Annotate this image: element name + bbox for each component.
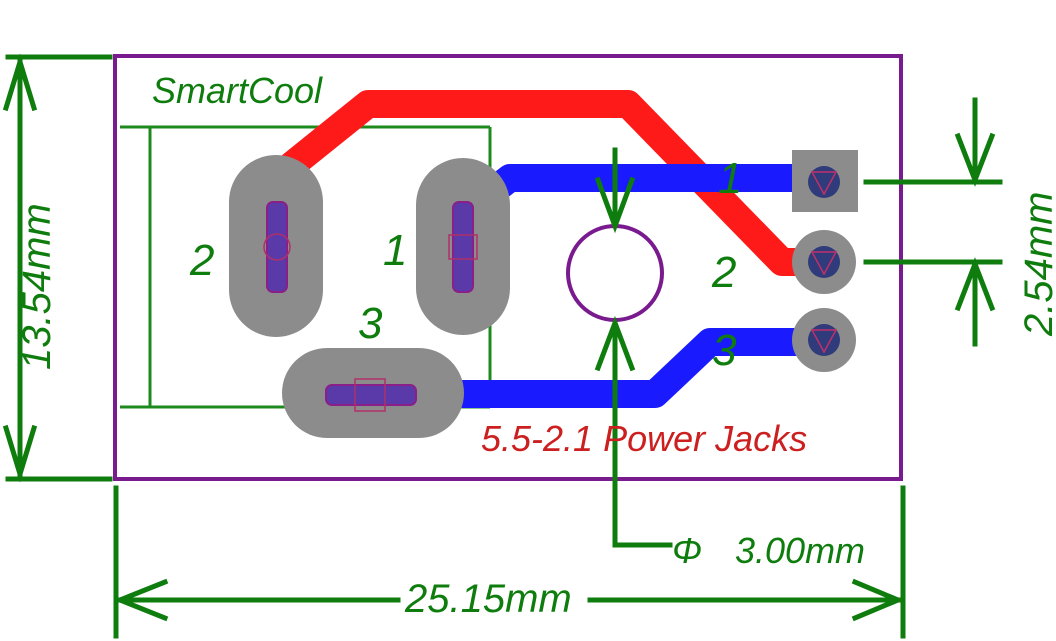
jack-pad-1 (416, 158, 510, 335)
hole-diameter-symbol: Φ (672, 530, 702, 571)
jack-pin-2-label: 2 (189, 236, 214, 285)
jack-pin-3-label: 3 (358, 299, 383, 348)
header-pin-2-label: 2 (711, 248, 736, 297)
header-pad-2 (792, 230, 856, 294)
blue-trace-pin3 (372, 328, 822, 408)
width-dimension-label: 25.15mm (404, 577, 572, 621)
blue-trace-pin1 (449, 164, 822, 230)
header-pin-3-label: 3 (712, 326, 737, 375)
jack-pad-2 (229, 155, 323, 337)
jack-pad-3 (282, 348, 464, 438)
header-pin-1-label: 1 (718, 154, 742, 203)
board-title: SmartCool (152, 70, 323, 111)
pitch-dimension-label: 2.54mm (1017, 192, 1056, 338)
product-label: 5.5-2.1 Power Jacks (481, 418, 807, 459)
mounting-hole (566, 224, 664, 322)
height-dimension-label: 13.54mm (15, 203, 59, 370)
board-outline (113, 54, 903, 481)
dimension-lines (2, 53, 1003, 639)
jack-pin-1-label: 1 (383, 226, 407, 275)
header-pad-3 (792, 308, 856, 372)
hole-diameter-label: 3.00mm (735, 530, 865, 571)
header-pad-1 (792, 150, 858, 212)
